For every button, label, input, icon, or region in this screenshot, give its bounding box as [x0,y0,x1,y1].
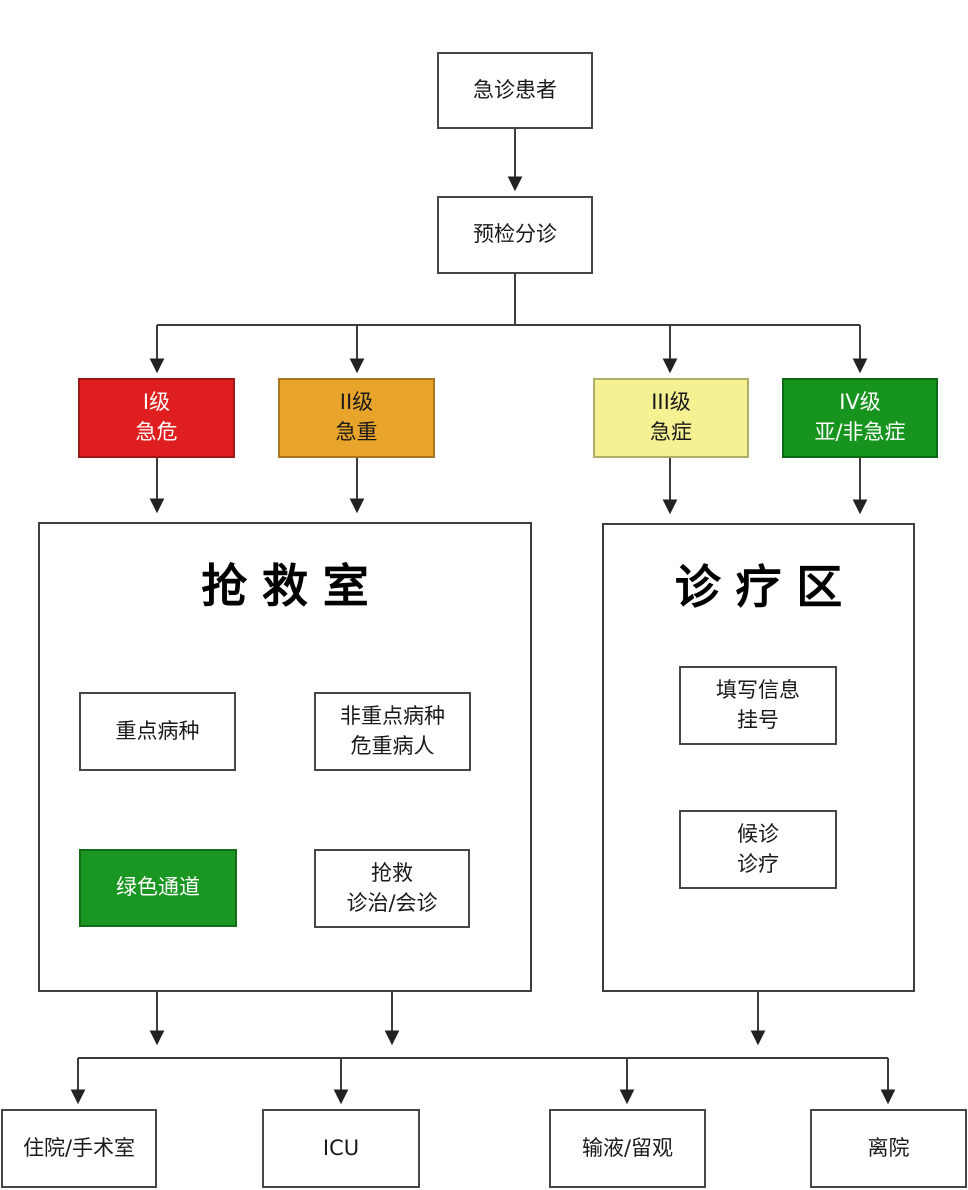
node-fill-info-register: 填写信息 挂号 [679,666,837,745]
node-label: III级 急症 [650,390,692,444]
node-label: 候诊 诊疗 [737,821,779,876]
node-label: 离院 [867,1135,910,1160]
node-non-key-disease: 非重点病种 危重病人 [314,692,471,771]
node-outcome-icu: ICU [262,1109,420,1188]
node-label: 抢救 诊治/会诊 [346,860,438,915]
node-label: 填写信息 挂号 [716,677,800,732]
node-label: ICU [322,1135,360,1160]
treatment-area-title: 诊疗区 [674,560,857,614]
node-label: II级 急重 [335,390,378,444]
node-emergency-patient: 急诊患者 [437,52,593,129]
node-outcome-hospitalization: 住院/手术室 [1,1109,157,1188]
node-level-3-urgent: III级 急症 [593,378,749,458]
node-label: I级 急危 [135,390,178,444]
node-level-4-nonurgent: IV级 亚/非急症 [782,378,938,458]
node-label: 住院/手术室 [22,1135,136,1160]
node-label: 急诊患者 [473,77,557,102]
node-level-1-critical: I级 急危 [78,378,235,458]
node-label: IV级 亚/非急症 [814,390,906,444]
node-level-2-severe: II级 急重 [278,378,435,458]
node-wait-treatment: 候诊 诊疗 [679,810,837,889]
node-pre-triage: 预检分诊 [437,196,593,274]
section-treatment-area: 诊疗区 [602,523,915,992]
rescue-room-title: 抢救室 [201,559,384,613]
node-label: 非重点病种 危重病人 [340,703,445,758]
node-green-channel: 绿色通道 [79,849,237,927]
node-label: 重点病种 [115,718,200,743]
node-outcome-infusion-observation: 输液/留观 [549,1109,706,1188]
node-key-disease: 重点病种 [79,692,236,771]
node-label: 输液/留观 [581,1135,674,1160]
node-label: 预检分诊 [473,222,557,247]
node-rescue-treatment: 抢救 诊治/会诊 [314,849,470,928]
node-label: 绿色通道 [116,875,200,900]
node-outcome-discharge: 离院 [810,1109,967,1188]
